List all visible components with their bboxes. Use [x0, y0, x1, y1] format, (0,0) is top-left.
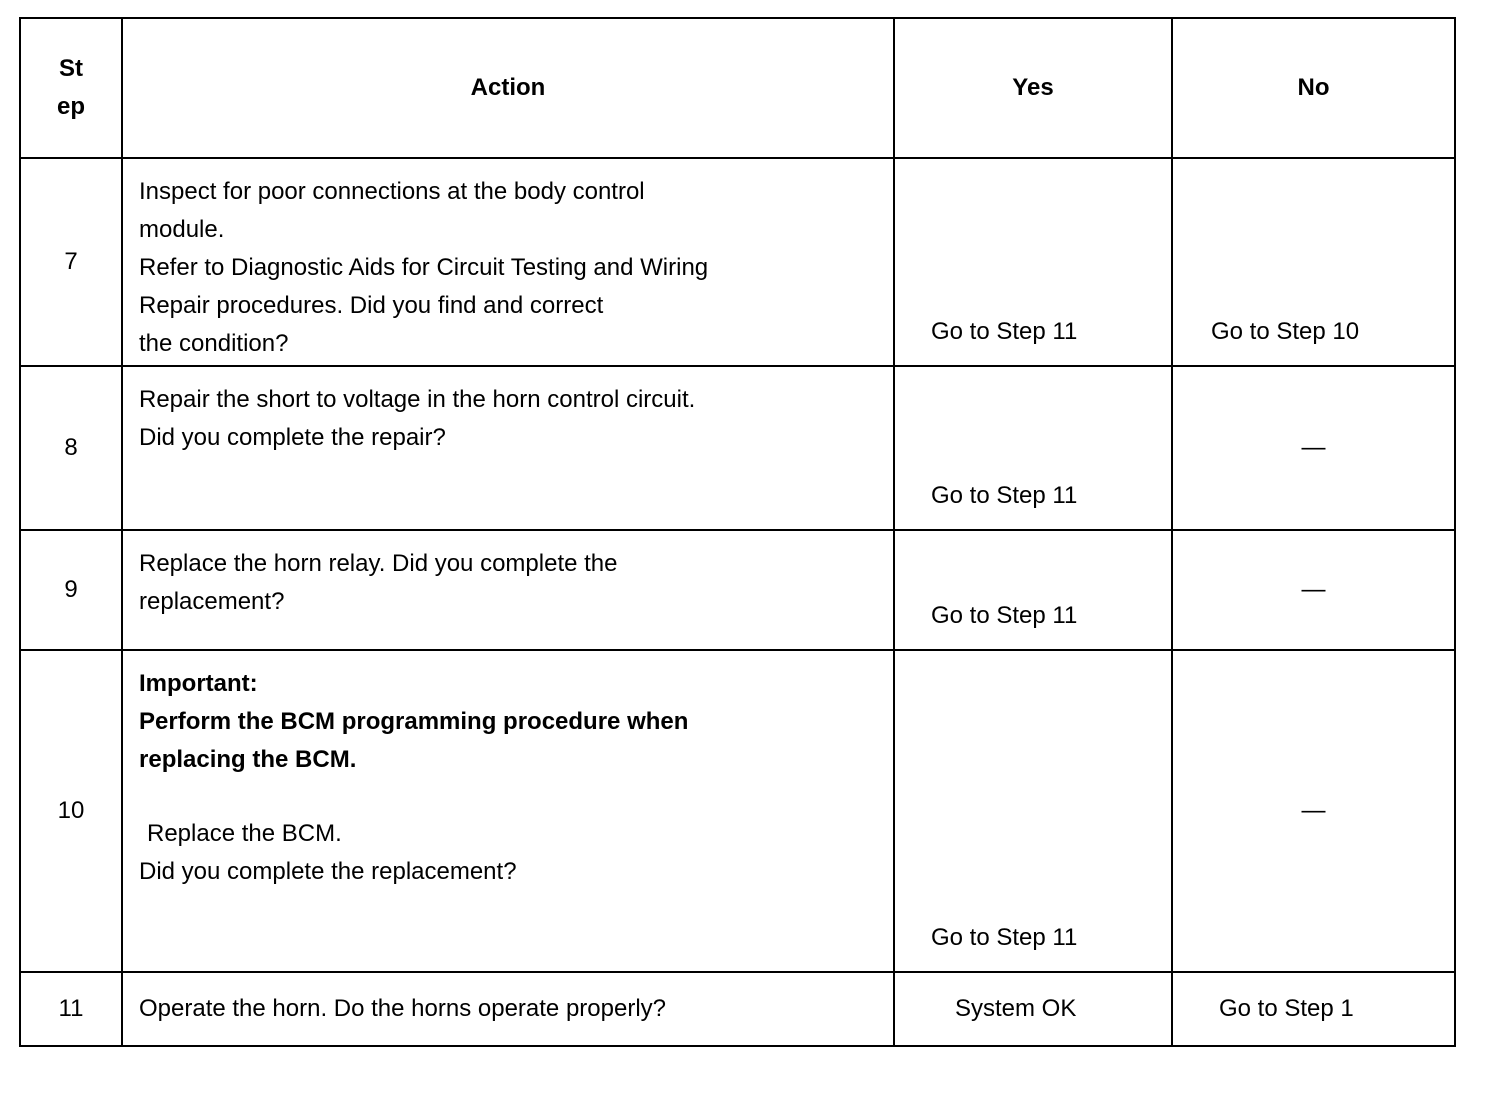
action-cell: Operate the horn. Do the horns operate p… [121, 971, 895, 1047]
yes-result: Go to Step 11 [893, 529, 1173, 651]
important-label: Important: [139, 670, 258, 697]
header-step: St ep [19, 17, 123, 159]
action-line: module. [139, 216, 225, 243]
action-line: Replace the horn relay. Did you complete… [139, 550, 618, 577]
yes-result: System OK [893, 971, 1173, 1047]
header-row: St ep Action Yes No [19, 17, 1456, 159]
action-cell: Replace the horn relay. Did you complete… [121, 529, 895, 651]
important-line: replacing the BCM. [139, 746, 357, 773]
action-line: replacement? [139, 588, 285, 615]
action-line: Did you complete the repair? [139, 424, 446, 451]
table-row: 11 Operate the horn. Do the horns operat… [19, 971, 1456, 1047]
no-result: Go to Step 10 [1171, 157, 1456, 367]
action-line: Refer to Diagnostic Aids for Circuit Tes… [139, 254, 709, 281]
header-step-line2: ep [56, 93, 85, 120]
action-line: the condition? [139, 330, 289, 357]
header-action: Action [121, 17, 895, 159]
action-cell: Inspect for poor connections at the body… [121, 157, 895, 367]
yes-result: Go to Step 11 [893, 157, 1173, 367]
table-row: 10 Important: Perform the BCM programmin… [19, 649, 1456, 973]
diagnostic-table: St ep Action Yes No 7 Inspect for poor c… [19, 17, 1456, 1047]
action-line: Replace the BCM. [147, 820, 342, 847]
action-line: Repair the short to voltage in the horn … [139, 386, 696, 413]
no-result: — [1171, 649, 1456, 973]
no-result: Go to Step 1 [1171, 971, 1456, 1047]
action-cell: Repair the short to voltage in the horn … [121, 365, 895, 531]
table-row: 9 Replace the horn relay. Did you comple… [19, 529, 1456, 651]
yes-result: Go to Step 11 [893, 649, 1173, 973]
step-number: 7 [19, 157, 123, 367]
action-line: Did you complete the replacement? [139, 858, 517, 885]
step-number: 8 [19, 365, 123, 531]
action-line: Operate the horn. Do the horns operate p… [139, 995, 666, 1022]
header-step-line1: St [59, 55, 83, 82]
no-result: — [1171, 365, 1456, 531]
no-result: — [1171, 529, 1456, 651]
step-number: 10 [19, 649, 123, 973]
header-no: No [1171, 17, 1456, 159]
step-number: 11 [19, 971, 123, 1047]
spacer [139, 779, 893, 815]
yes-result: Go to Step 11 [893, 365, 1173, 531]
step-number: 9 [19, 529, 123, 651]
action-cell: Important: Perform the BCM programming p… [121, 649, 895, 973]
action-line: Repair procedures. Did you find and corr… [139, 292, 604, 319]
header-yes: Yes [893, 17, 1173, 159]
table-row: 7 Inspect for poor connections at the bo… [19, 157, 1456, 367]
table-row: 8 Repair the short to voltage in the hor… [19, 365, 1456, 531]
important-line: Perform the BCM programming procedure wh… [139, 708, 689, 735]
action-line: Inspect for poor connections at the body… [139, 178, 645, 205]
